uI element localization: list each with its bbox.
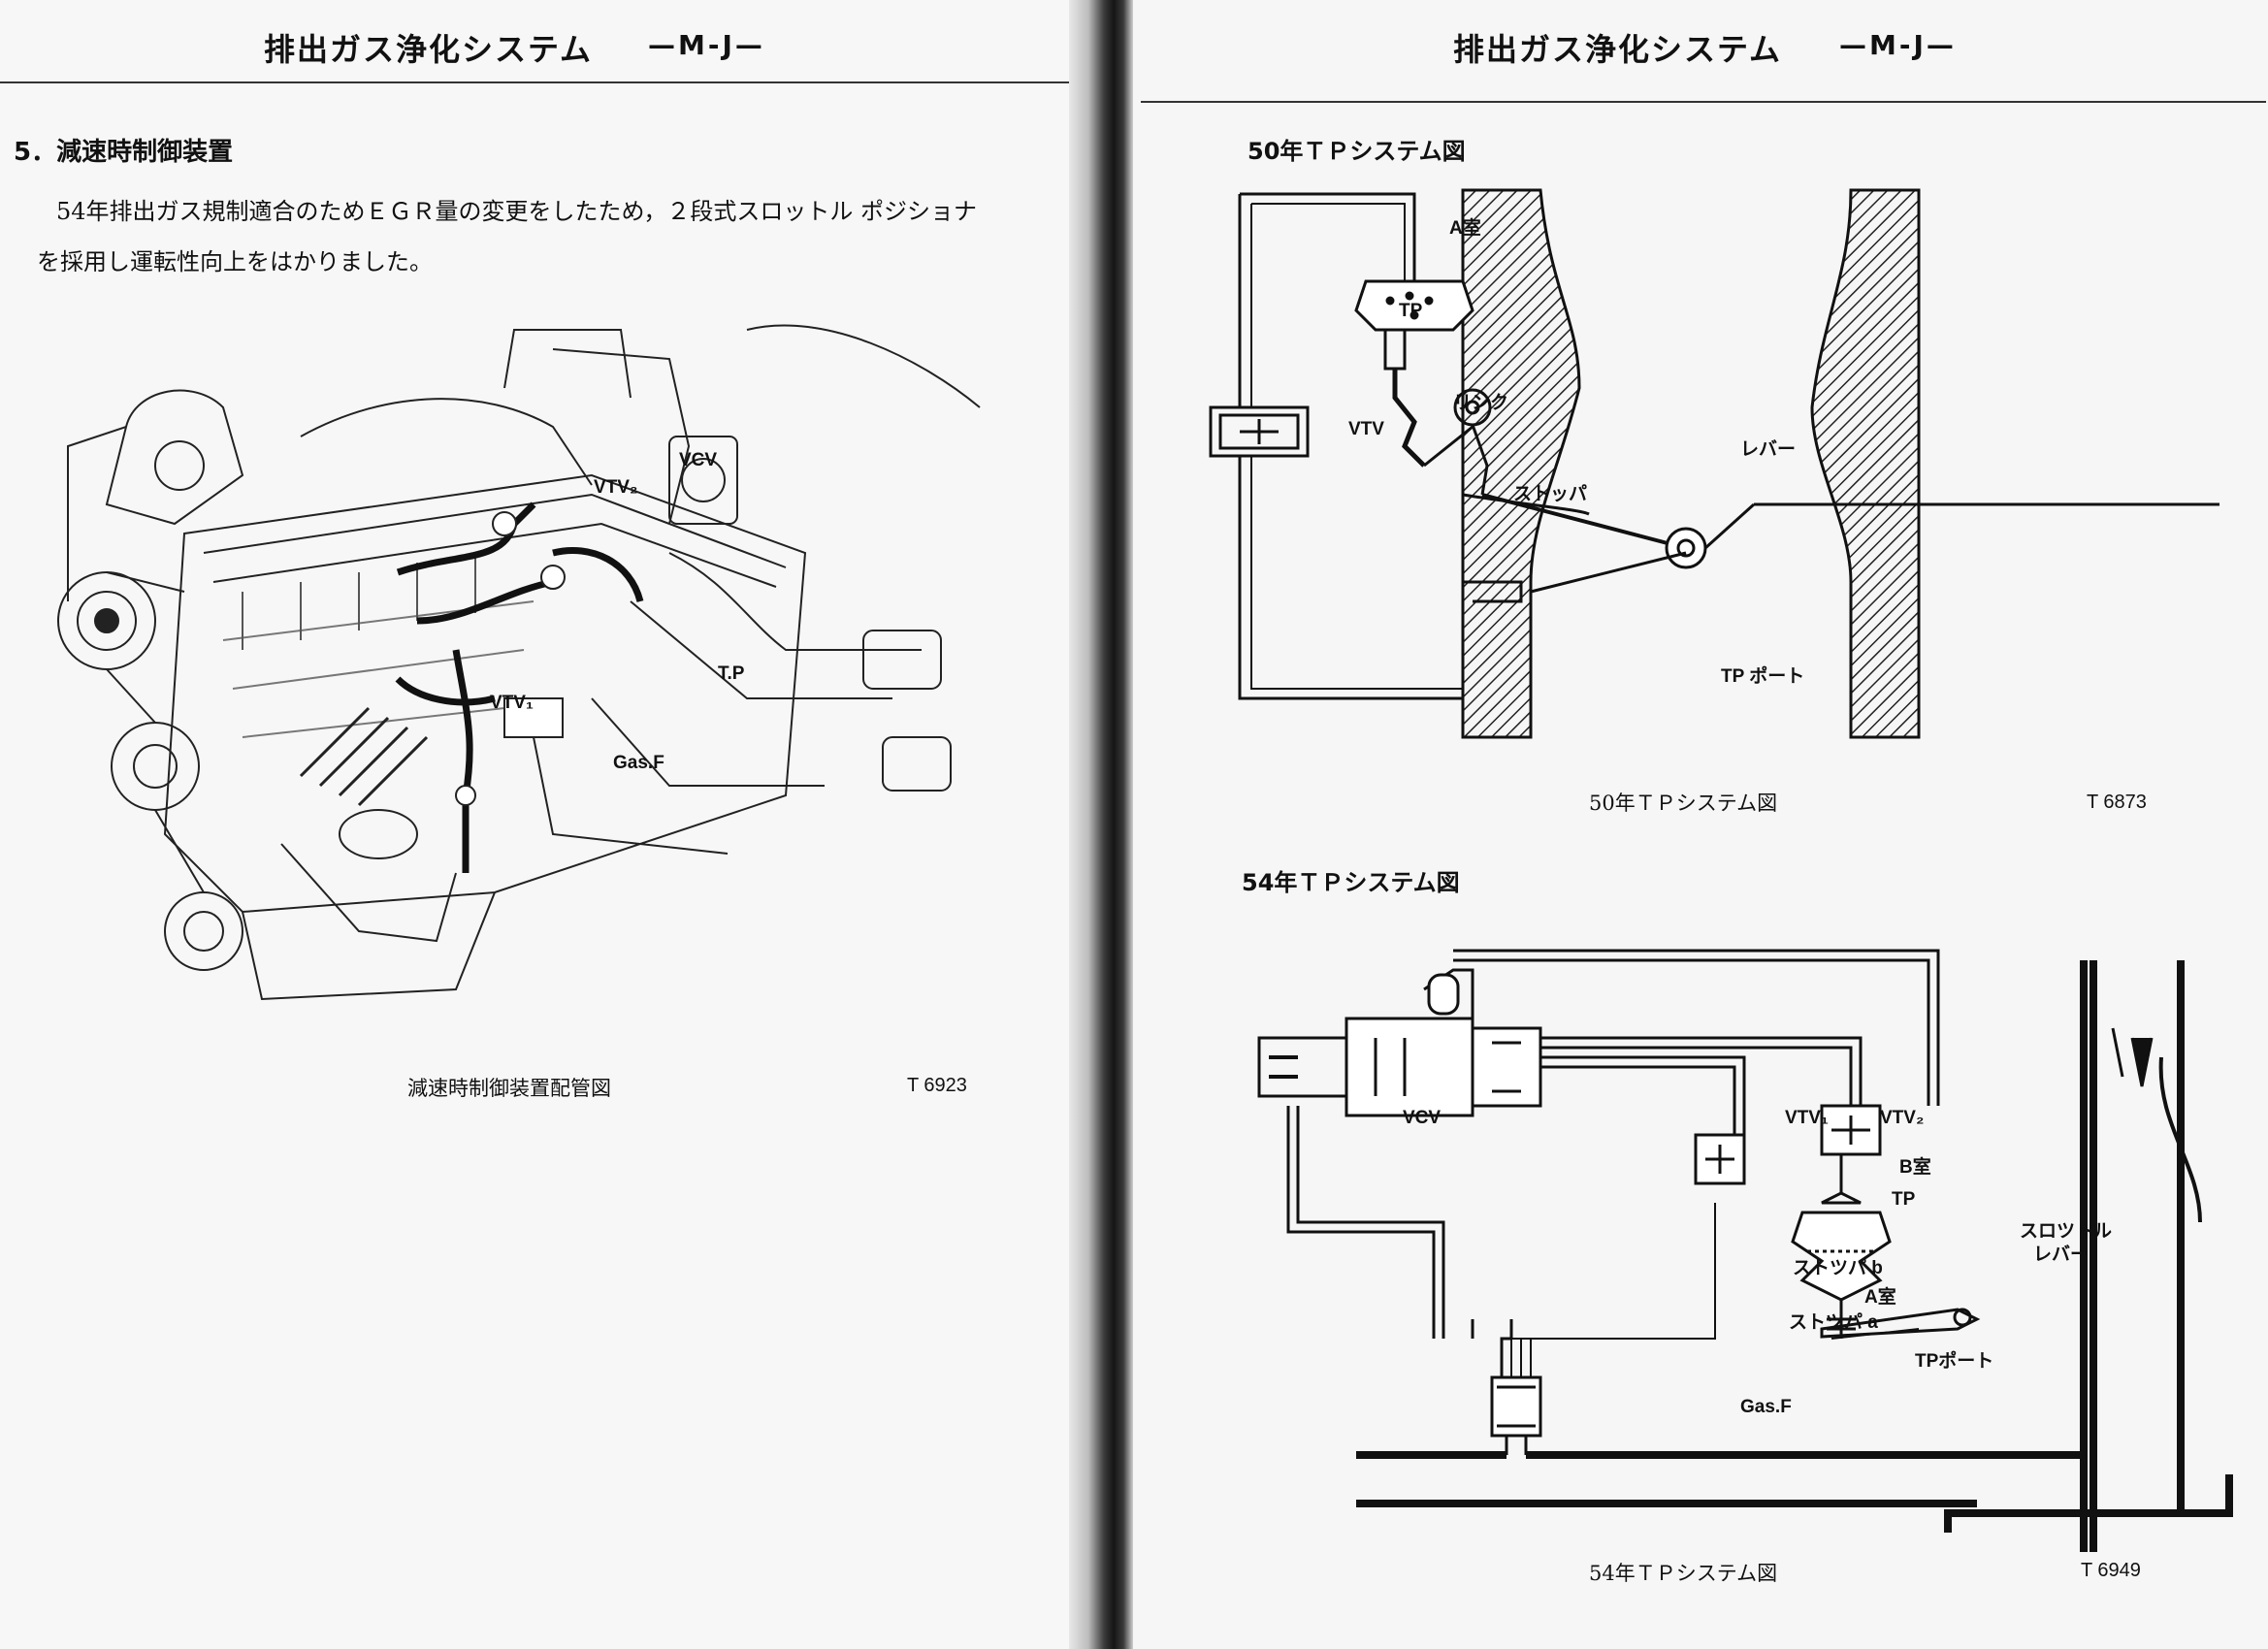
left-header-rule bbox=[0, 81, 1069, 83]
diagram-54-caption: 54年ＴＰシステム図 bbox=[1589, 1562, 1778, 1585]
section-heading: 5．減速時制御装置 bbox=[14, 138, 234, 167]
d54-label-stopper-b: ストツパ b bbox=[1793, 1258, 1883, 1278]
diagram-50-title: 50年ＴＰシステム図 bbox=[1247, 138, 1466, 165]
d50-label-tp: TP bbox=[1399, 301, 1423, 321]
d50-label-tp-port: TP ポート bbox=[1721, 666, 1805, 687]
left-header-model: —M-J— bbox=[648, 29, 765, 61]
diagram-54-code: T 6949 bbox=[2081, 1560, 2141, 1581]
label-gasf: Gas.F bbox=[613, 753, 664, 773]
diagram-54 bbox=[1257, 949, 2233, 1552]
label-tp: T.P bbox=[718, 663, 745, 684]
left-page: 排出ガス浄化システム —M-J— 5．減速時制御装置 54年排出ガス規制適合のた… bbox=[0, 0, 1069, 1649]
d54-label-vtv1: VTV₁ bbox=[1785, 1108, 1829, 1128]
label-vtv2: VTV₂ bbox=[594, 477, 638, 498]
diagram-50 bbox=[1209, 188, 2219, 739]
right-header-model: —M-J— bbox=[1839, 29, 1957, 61]
d50-label-chamber-a: A室 bbox=[1449, 218, 1481, 239]
d50-label-link: リンク bbox=[1453, 393, 1509, 413]
paragraph-line-1: 54年排出ガス規制適合のためＥＧＲ量の変更をしたため，２段式スロットル ポジショ… bbox=[56, 198, 977, 225]
d50-label-lever: レバー bbox=[1740, 439, 1797, 460]
label-vtv1: VTV₁ bbox=[490, 693, 534, 713]
engine-illustration bbox=[57, 324, 981, 1001]
d54-label-throttle-lever-1: スロツトル bbox=[2020, 1221, 2113, 1242]
d50-label-stopper: ストッパ bbox=[1513, 484, 1588, 504]
figure-caption: 減速時制御装置配管図 bbox=[407, 1077, 611, 1100]
d54-label-tp-port: TPポート bbox=[1915, 1351, 1994, 1372]
d54-label-throttle-lever-2: レバー bbox=[2033, 1245, 2090, 1265]
d54-label-vcv: VCV bbox=[1403, 1108, 1442, 1128]
paragraph-line-2: を採用し運転性向上をはかりました。 bbox=[37, 248, 433, 275]
right-header-rule bbox=[1141, 101, 2266, 103]
d54-label-tp: TP bbox=[1892, 1189, 1916, 1210]
diagram-50-caption: 50年ＴＰシステム図 bbox=[1589, 792, 1778, 815]
d54-label-gasf: Gas.F bbox=[1740, 1397, 1792, 1417]
d50-label-vtv: VTV bbox=[1348, 419, 1384, 439]
label-vcv: VCV bbox=[679, 450, 718, 470]
diagram-50-code: T 6873 bbox=[2087, 792, 2147, 813]
book-spine bbox=[1069, 0, 1133, 1649]
figure-code: T 6923 bbox=[907, 1075, 967, 1096]
right-page: 排出ガス浄化システム —M-J— 50年ＴＰシステム図 bbox=[1133, 0, 2268, 1649]
diagram-54-title: 54年ＴＰシステム図 bbox=[1242, 869, 1460, 896]
left-header-title: 排出ガス浄化システム bbox=[264, 31, 594, 68]
d54-label-chamber-a: A室 bbox=[1864, 1287, 1896, 1308]
d54-label-stopper-a: ストツパ a bbox=[1789, 1312, 1878, 1333]
d54-label-chamber-b: B室 bbox=[1899, 1157, 1931, 1178]
d54-label-vtv2: VTV₂ bbox=[1880, 1108, 1925, 1128]
right-header-title: 排出ガス浄化システム bbox=[1453, 31, 1783, 68]
